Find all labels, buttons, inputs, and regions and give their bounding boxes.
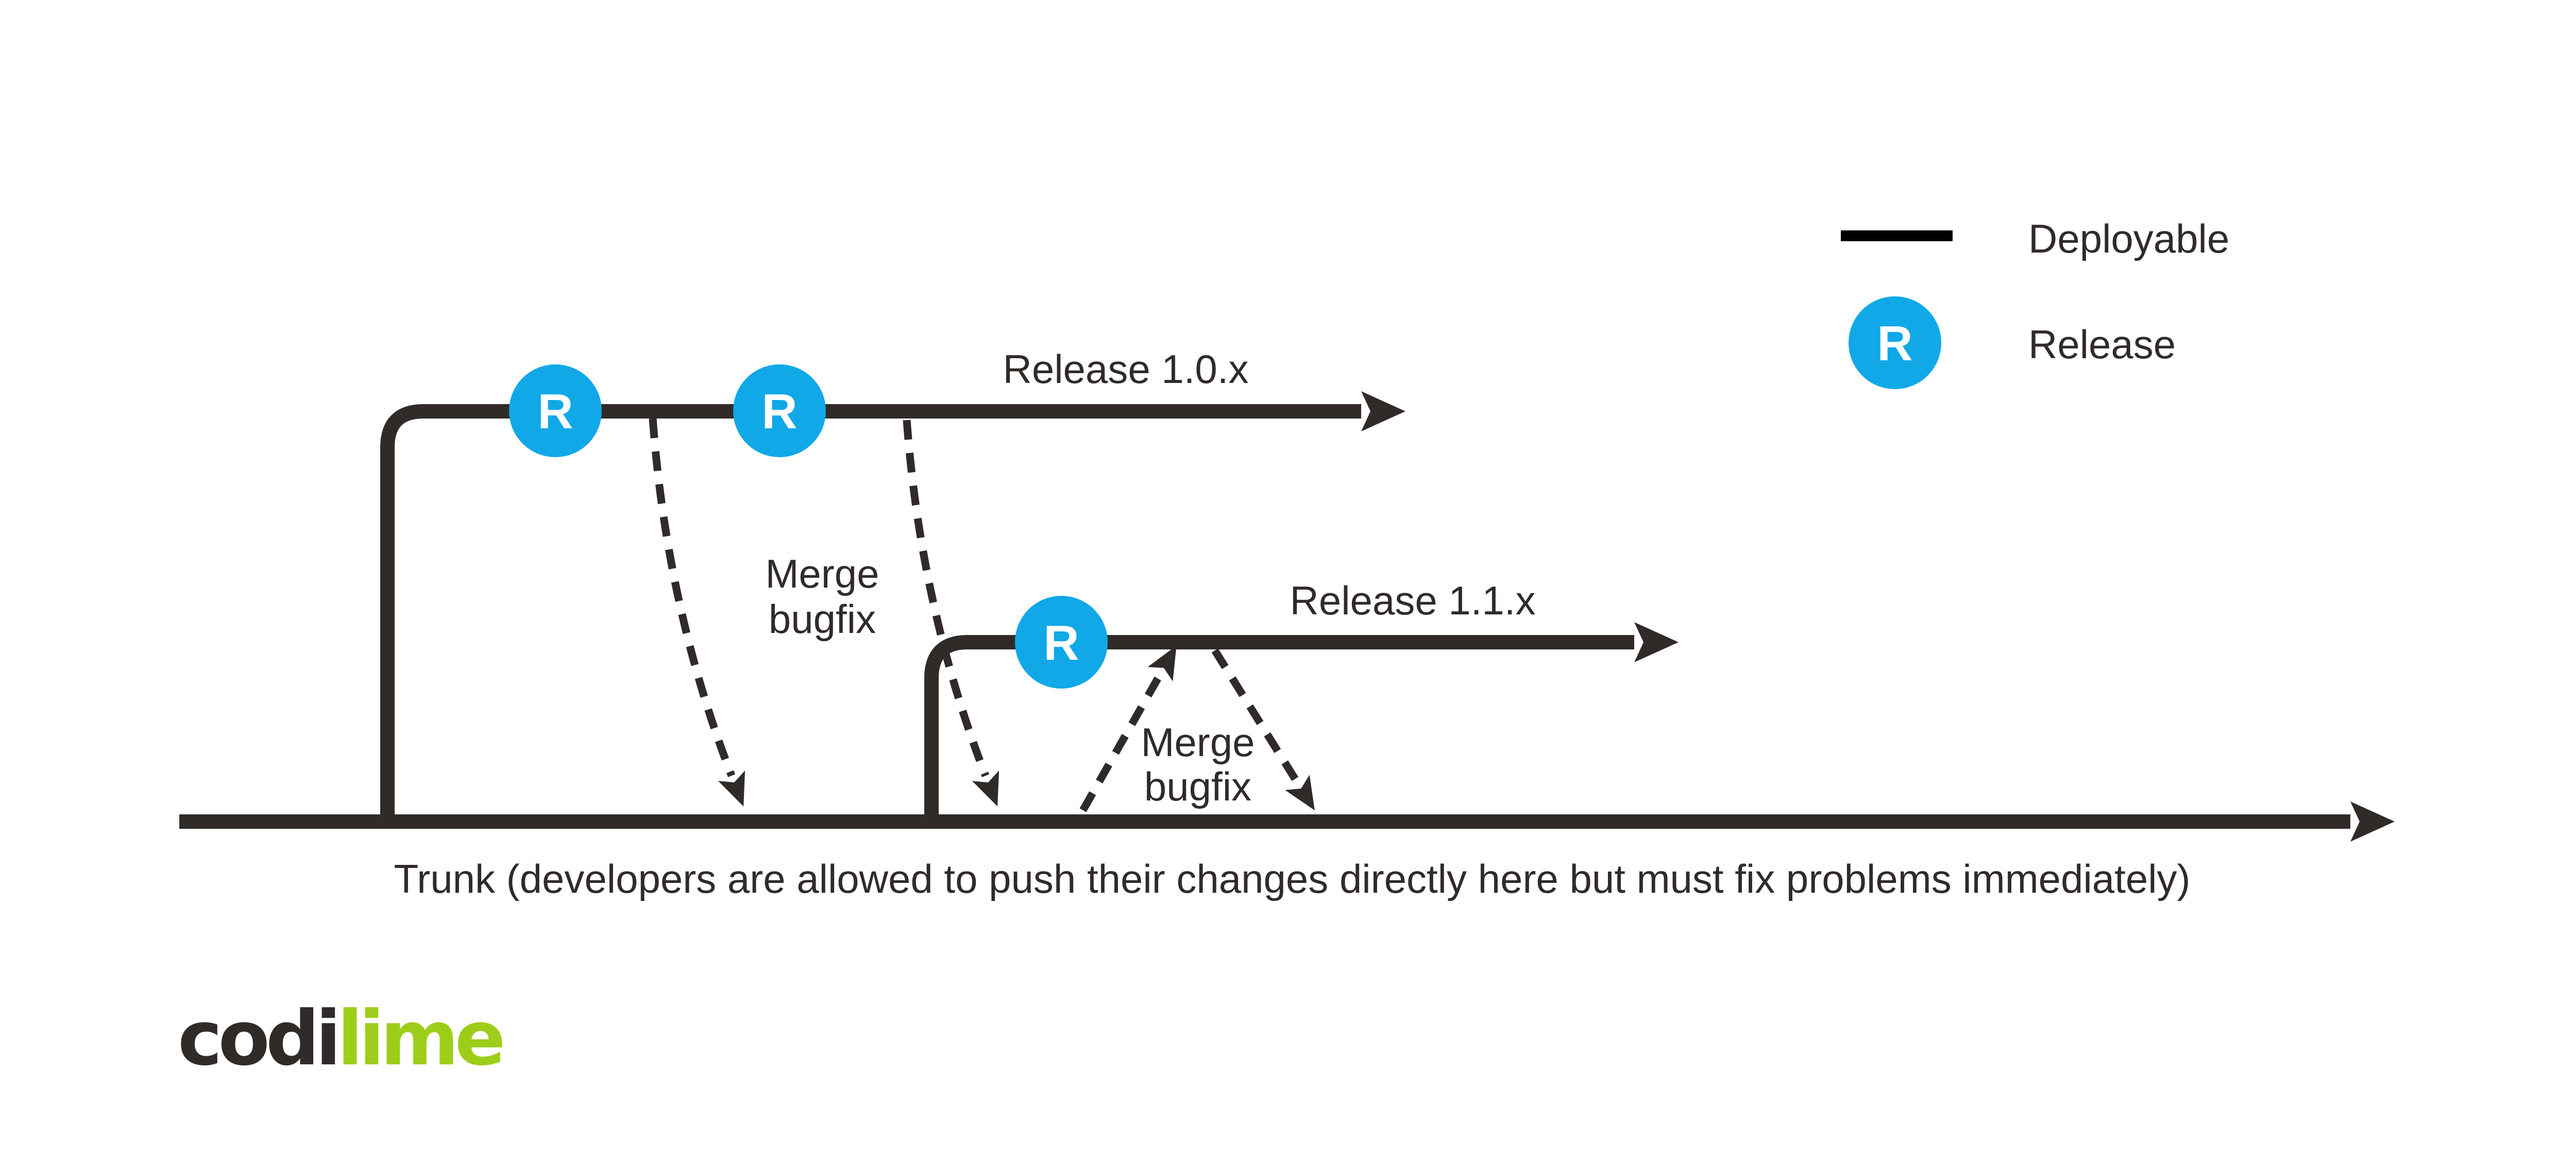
logo-text-codi: codi <box>178 995 341 1082</box>
release-1-1-branch-line <box>924 622 1679 822</box>
release-badge: R <box>1849 296 1941 389</box>
merge-arrow-release10-first-down <box>649 418 745 807</box>
release-badge-circle <box>1015 596 1108 689</box>
merge-bugfix-label-line2: bugfix <box>1144 764 1251 809</box>
release-1-0-branch-line <box>380 391 1405 822</box>
release-badge-letter: R <box>537 384 573 439</box>
release-1-1-label: Release 1.1.x <box>1290 578 1536 623</box>
merge-bugfix-label-line2: bugfix <box>769 596 876 642</box>
merge-arrow-release11-up <box>1079 645 1177 812</box>
legend-release-label: Release <box>2028 322 2176 367</box>
release-badge-letter: R <box>1043 615 1079 671</box>
legend-deployable-label: Deployable <box>2028 216 2229 261</box>
legend: Deployable R Release <box>1841 216 2229 389</box>
release-badge-letter: R <box>1877 316 1912 371</box>
merge-bugfix-label-line1: Merge <box>765 551 879 596</box>
trunk-label: Trunk (developers are allowed to push th… <box>394 856 2190 901</box>
merge-arrow-release11-down <box>1211 648 1315 811</box>
release-badge: R <box>1015 596 1108 689</box>
release-badge-circle <box>1849 296 1941 389</box>
release-badge-letter: R <box>761 384 797 439</box>
release-badge: R <box>733 364 826 457</box>
release-badge-circle <box>733 364 826 457</box>
release-badge-circle <box>509 364 602 457</box>
release-badge: R <box>509 364 602 457</box>
merge-bugfix-label-line1: Merge <box>1141 720 1255 765</box>
deployable-line-swatch <box>1841 230 1953 241</box>
release-1-0-label: Release 1.0.x <box>1003 346 1249 392</box>
merge-arrow-release10-second-down <box>903 420 999 807</box>
logo-text-lime: lime <box>337 995 505 1082</box>
